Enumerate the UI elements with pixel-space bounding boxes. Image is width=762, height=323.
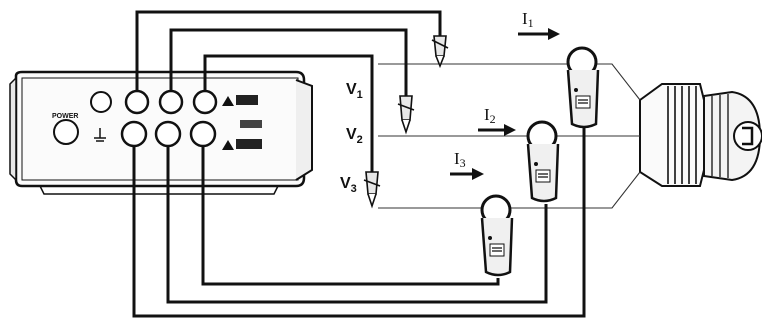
jack-i2[interactable] — [154, 120, 182, 148]
current-wire-3 — [201, 146, 500, 286]
warning-icon-top — [222, 95, 258, 106]
power-button[interactable] — [53, 119, 79, 145]
phase-line-1 — [378, 63, 641, 101]
current-wires — [132, 128, 586, 318]
motor-shaft — [742, 126, 754, 146]
motor-shaft-housing — [733, 121, 762, 151]
label-i1: I1 — [522, 9, 534, 30]
warning-icon-bottom — [222, 139, 262, 150]
power-label: POWER — [52, 113, 78, 120]
current-wire-1 — [132, 128, 586, 318]
voltage-wire-3 — [203, 54, 374, 172]
jack-i1[interactable] — [120, 120, 148, 148]
alligator-clip-1 — [431, 35, 449, 69]
label-i2: I2 — [484, 105, 496, 126]
label-v3: V3 — [340, 175, 357, 195]
alligator-clip-3 — [363, 171, 381, 209]
current-arrow-2 — [478, 124, 516, 136]
current-wire-2 — [166, 146, 548, 304]
current-arrow-1 — [518, 28, 560, 40]
jack-v3[interactable] — [192, 89, 218, 115]
ground-icon — [94, 128, 106, 142]
voltage-wire-2 — [169, 28, 408, 96]
alligator-clip-2 — [397, 95, 415, 135]
current-clamp-3 — [480, 194, 514, 277]
jack-v1[interactable] — [124, 89, 150, 115]
phase-lines — [378, 63, 641, 209]
jack-rating-label — [240, 120, 262, 128]
label-v2: V2 — [346, 126, 363, 146]
current-clamp-2 — [526, 120, 560, 203]
voltage-wires — [135, 10, 442, 172]
jack-v2[interactable] — [158, 89, 184, 115]
motor-end-fins — [711, 94, 729, 178]
label-v1: V1 — [346, 81, 363, 101]
label-i3: I3 — [454, 149, 466, 170]
current-clamp-1 — [566, 46, 600, 129]
motor-fins — [667, 86, 697, 184]
jack-com-top[interactable] — [90, 91, 112, 113]
voltage-wire-1 — [135, 10, 442, 91]
power-meter: POWER — [9, 70, 313, 195]
current-arrow-3 — [450, 168, 484, 180]
motor — [639, 83, 762, 187]
phase-line-3 — [378, 171, 641, 209]
jack-i3[interactable] — [189, 120, 217, 148]
